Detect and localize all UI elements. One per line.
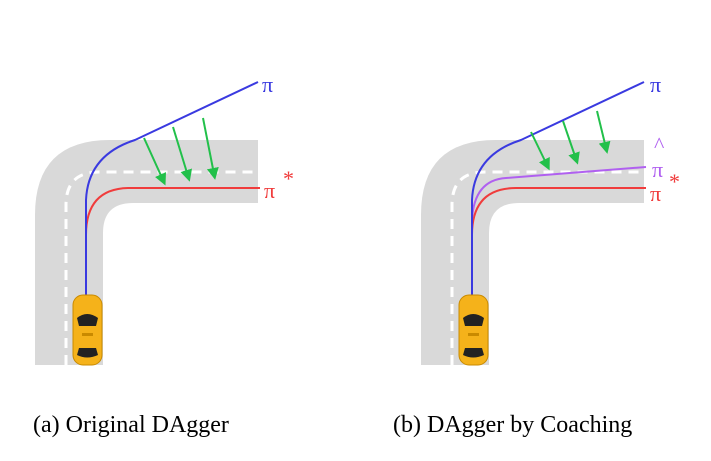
caption-a: (a) Original DAgger [33,412,229,438]
label-pi: π [650,72,661,97]
correction-arrow [202,117,219,180]
learner-trajectory [85,81,259,295]
label-star: * [669,169,680,194]
correction-arrow [143,137,166,186]
correction-arrow [172,126,192,182]
label-pi: π [262,72,273,97]
label-pi-star: π [650,181,661,206]
car-icon [72,294,103,366]
correction-arrow [530,131,550,171]
label-pi-hat: π [652,157,663,182]
correction-arrow [562,120,580,165]
label-pi-star: π [264,178,275,203]
label-star: * [283,166,294,191]
learner-trajectory [471,81,645,295]
panel-dagger-by-coaching: π π ^ π * [419,72,680,367]
label-hat: ^ [654,132,665,157]
car-icon [458,294,489,366]
road [419,138,646,367]
road [33,138,260,367]
correction-arrow [596,110,611,154]
panel-original-dagger: π π * [33,72,294,367]
caption-b: (b) DAgger by Coaching [393,412,633,438]
